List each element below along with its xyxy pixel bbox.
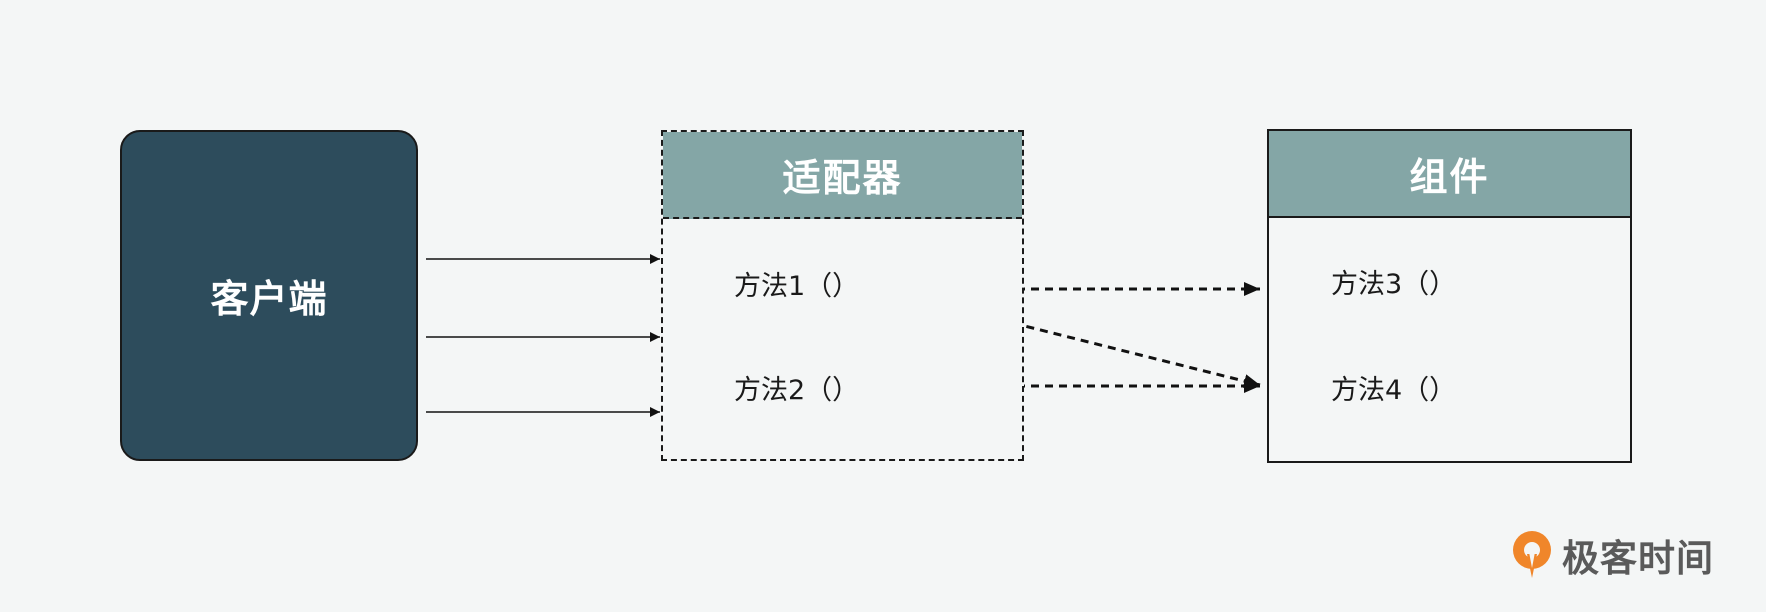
component-header: 组件 <box>1269 131 1630 218</box>
adapter-method-2: 方法2（） <box>734 375 860 406</box>
watermark-logo: 极客时间 <box>1508 528 1714 582</box>
adapter-title: 适配器 <box>782 156 903 200</box>
component-box: 组件 <box>1267 129 1632 463</box>
adapter-method-1: 方法1（） <box>734 271 860 302</box>
adapter-box: 适配器 <box>661 130 1024 461</box>
adapter-header: 适配器 <box>663 132 1022 219</box>
client-label: 客户端 <box>210 277 328 321</box>
component-title: 组件 <box>1409 155 1490 199</box>
component-method-4: 方法4（） <box>1331 375 1457 406</box>
client-box: 客户端 <box>120 130 418 461</box>
watermark-text: 极客时间 <box>1562 537 1714 580</box>
component-method-3: 方法3（） <box>1331 269 1457 300</box>
geektime-logo-icon <box>1513 531 1551 578</box>
